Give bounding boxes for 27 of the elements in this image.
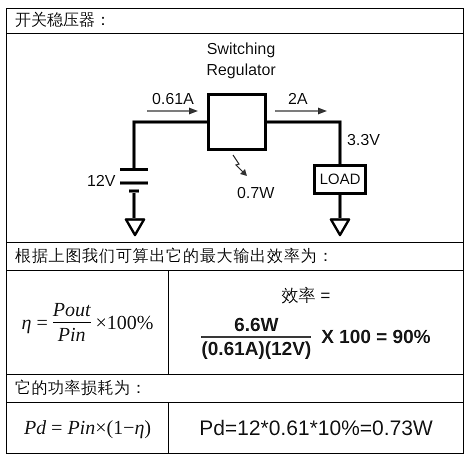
denominator: Pin [58, 323, 86, 347]
wire [132, 193, 136, 218]
voltage-label: 3.3V [347, 133, 380, 149]
ground-symbol [124, 218, 146, 237]
formula-text: ×100% [96, 312, 154, 332]
description-text: 它的功率损耗为： [15, 380, 147, 396]
current-label: 2A [288, 92, 308, 108]
formula-text: 效率 = [282, 286, 332, 306]
voltage-label: 12V [87, 174, 116, 190]
current-label: 0.61A [152, 92, 194, 108]
description-text: 根据上图我们可算出它的最大输出效率为： [15, 248, 334, 264]
numerator: 6.6W [234, 316, 278, 336]
component-label: Switching Regulator [205, 40, 277, 81]
formula: Pd = Pin×(1−η) [24, 418, 152, 438]
formula-text: η = [22, 312, 48, 332]
power-label: 0.7W [237, 186, 274, 202]
battery-symbol [120, 168, 148, 193]
denominator: (0.61A)(12V) [201, 340, 312, 360]
wire [132, 120, 207, 168]
section-title: 开关稳压器： [15, 13, 111, 29]
wire [267, 120, 342, 164]
formula-text: X 100 = 90% [321, 328, 431, 347]
load-box: LOAD [313, 164, 367, 195]
formula: Pd=12*0.61*10%=0.73W [199, 418, 433, 438]
wire [338, 195, 342, 218]
numerator: Pout [52, 298, 91, 322]
ground-symbol [329, 218, 351, 237]
